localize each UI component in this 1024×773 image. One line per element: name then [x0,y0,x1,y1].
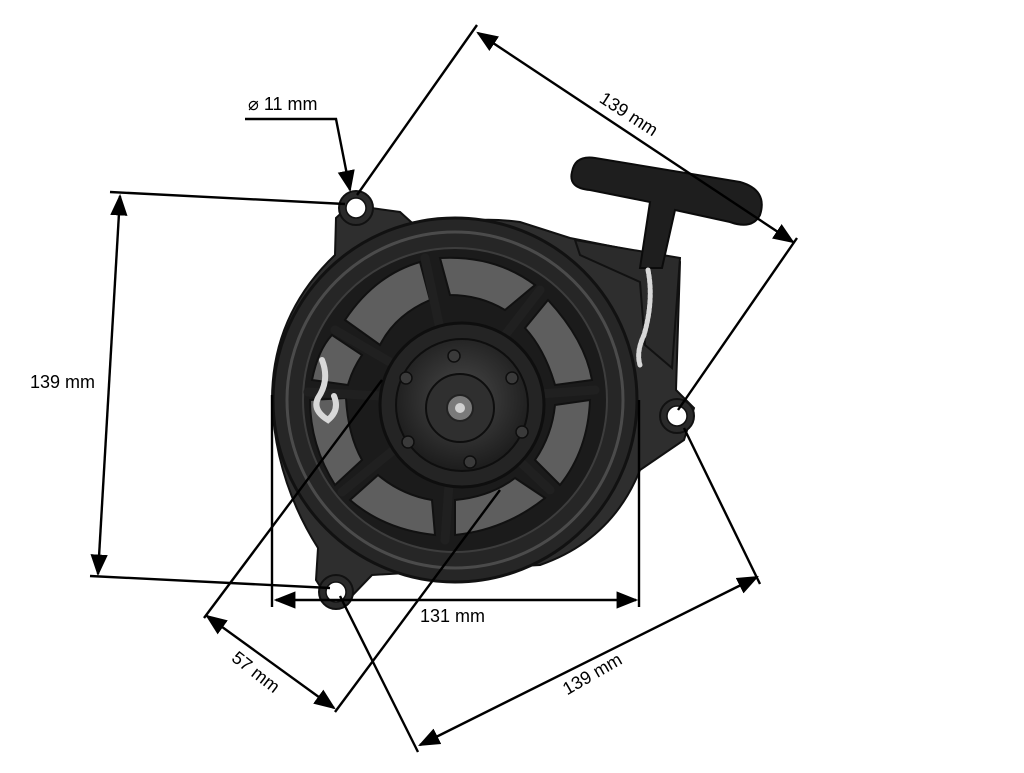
hole-diameter-label: ⌀ 11 mm [248,94,318,114]
offset-dim [205,614,336,710]
recoil-starter-part [270,156,763,610]
rim-groove [285,230,625,570]
bottom-diagonal-dim [418,575,759,747]
top-diagonal-ext-2 [677,237,798,411]
hole-diameter-leader [245,117,355,193]
offset-ext-2 [334,489,501,713]
bottom-diagonal-ext-1 [338,595,420,753]
center-bolt-core [455,403,465,413]
left-height-dim [90,193,128,577]
bottom-diagonal-ext-2 [682,427,762,585]
handle-arm [573,238,682,371]
top-diagonal-ext-1 [356,24,478,196]
left-height-ext-1 [109,190,346,206]
left-height-label: 139 mm [30,372,96,392]
width-label: 131 mm [420,606,486,626]
offset-ext-1 [203,379,383,619]
top-diagonal-dim [476,31,795,244]
starter-rope [636,267,653,368]
hub-bosses [399,349,529,469]
left-height-ext-2 [89,574,331,590]
dimension-lines [89,24,798,753]
rope-knot [313,357,339,424]
